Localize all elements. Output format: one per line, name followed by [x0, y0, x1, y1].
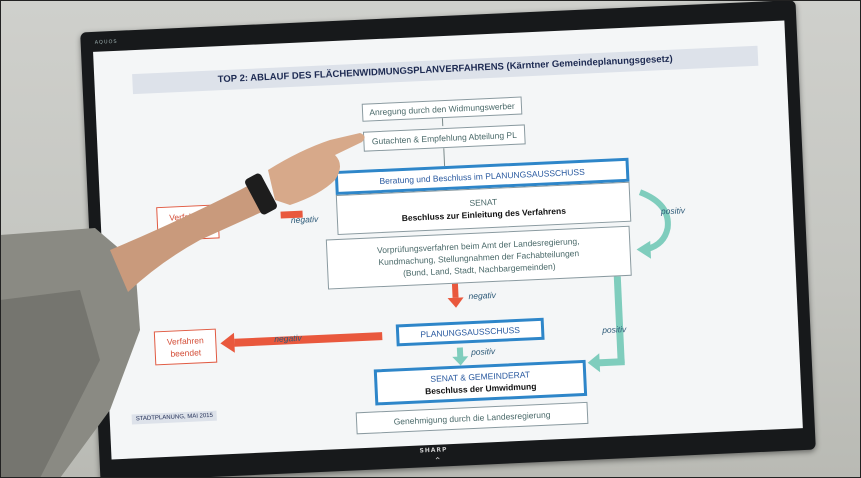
green-long-arrow-head	[587, 353, 601, 373]
hand	[268, 133, 365, 205]
flow-arrows	[220, 118, 671, 373]
red-arrow-shaft-2	[234, 332, 383, 347]
red-arrow-left-head	[220, 332, 235, 353]
tv-screen: TOP 2: ABLAUF DES FLÄCHENWIDMUNGSPLANVER…	[93, 20, 803, 460]
red-arrow-down-shaft	[451, 281, 459, 298]
shirt-shadow	[0, 290, 100, 478]
wristwatch	[245, 173, 277, 215]
green-long-arrow-bottom	[597, 358, 625, 367]
green-arrow-down-head	[452, 356, 469, 366]
connector-2	[443, 148, 446, 167]
green-loop-arrow	[638, 189, 671, 252]
green-long-arrow-shaft	[613, 268, 625, 364]
tv-monitor: AQUOS TOP 2: ABLAUF DES FLÄCHENWIDMUNGSP…	[80, 0, 816, 478]
red-arrow-down-head	[447, 297, 464, 308]
green-arrow-down-shaft	[456, 347, 464, 358]
green-loop-head	[636, 240, 652, 259]
forearm	[110, 178, 275, 292]
red-arrow-shaft-1	[280, 210, 303, 219]
